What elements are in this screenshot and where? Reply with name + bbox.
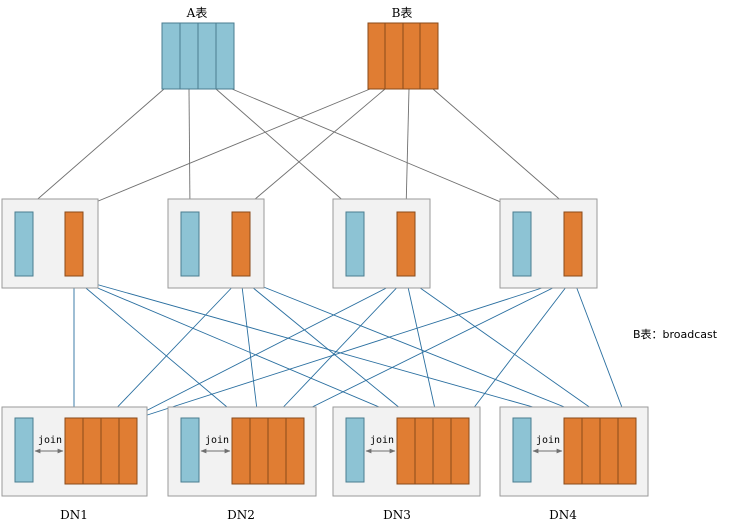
distribution-arrow [240, 88, 386, 212]
broadcast-arrow [73, 277, 573, 419]
a-partition [14, 211, 34, 277]
broadcast-arrows [71, 277, 627, 419]
dn-label-4: DN4 [549, 508, 577, 522]
b-broadcast-block [563, 417, 637, 485]
b-partition [64, 211, 84, 277]
b-partition [396, 211, 416, 277]
broadcast-note: B表：broadcast [633, 327, 718, 341]
distribution-arrows [23, 88, 574, 212]
a-partition [14, 417, 34, 483]
table-a: A表 [161, 6, 235, 90]
broadcast-arrow [131, 277, 407, 419]
distribution-arrow [215, 88, 356, 212]
broadcast-arrow [272, 277, 407, 419]
dn-label-3: DN3 [383, 508, 411, 522]
dn-node-4: join DN4 [499, 406, 649, 522]
broadcast-arrow [240, 277, 413, 419]
broadcast-arrow [405, 277, 439, 419]
broadcast-arrow [405, 277, 606, 419]
dn-node-2: join DN2 [167, 406, 317, 522]
dn-label-1: DN1 [60, 508, 88, 522]
join-label: join [205, 435, 229, 446]
mid-node-3 [332, 198, 431, 289]
dn-node-3: join DN3 [332, 406, 481, 522]
broadcast-arrow [73, 277, 241, 419]
distribution-arrow [23, 88, 165, 212]
b-partition [563, 211, 583, 277]
a-partition [345, 417, 365, 483]
b-broadcast-block [396, 417, 470, 485]
broadcast-arrow [73, 277, 406, 419]
broadcast-arrow [289, 277, 574, 419]
distribution-arrow [187, 88, 193, 212]
b-partition [231, 211, 251, 277]
table-b-title: B表 [392, 6, 413, 20]
table-a-block [161, 22, 235, 90]
a-partition [180, 211, 200, 277]
distribution-arrow [231, 88, 523, 212]
join-label: join [38, 435, 62, 446]
mid-node-2 [167, 198, 265, 289]
a-partition [512, 211, 532, 277]
mid-node-1 [1, 198, 99, 289]
distribution-arrow [403, 88, 410, 212]
table-b: B表 [367, 6, 439, 90]
table-b-block [367, 22, 439, 90]
join-label: join [370, 435, 394, 446]
a-partition [512, 417, 532, 483]
b-broadcast-block [64, 417, 138, 485]
broadcast-arrow [572, 277, 627, 419]
table-a-title: A表 [186, 6, 208, 20]
broadcast-arrow [137, 277, 574, 419]
b-broadcast-block [231, 417, 305, 485]
broadcast-arrow [465, 277, 574, 419]
a-partition [345, 211, 365, 277]
mid-node-4 [499, 198, 598, 289]
broadcast-arrow [106, 277, 242, 419]
dn-node-1: join DN1 [1, 406, 148, 522]
broadcast-arrow [240, 277, 593, 419]
distribution-arrow [432, 88, 574, 212]
distribution-arrow [73, 88, 371, 212]
dn-label-2: DN2 [227, 508, 255, 522]
join-label: join [536, 435, 560, 446]
a-partition [180, 417, 200, 483]
broadcast-arrow [240, 277, 260, 419]
